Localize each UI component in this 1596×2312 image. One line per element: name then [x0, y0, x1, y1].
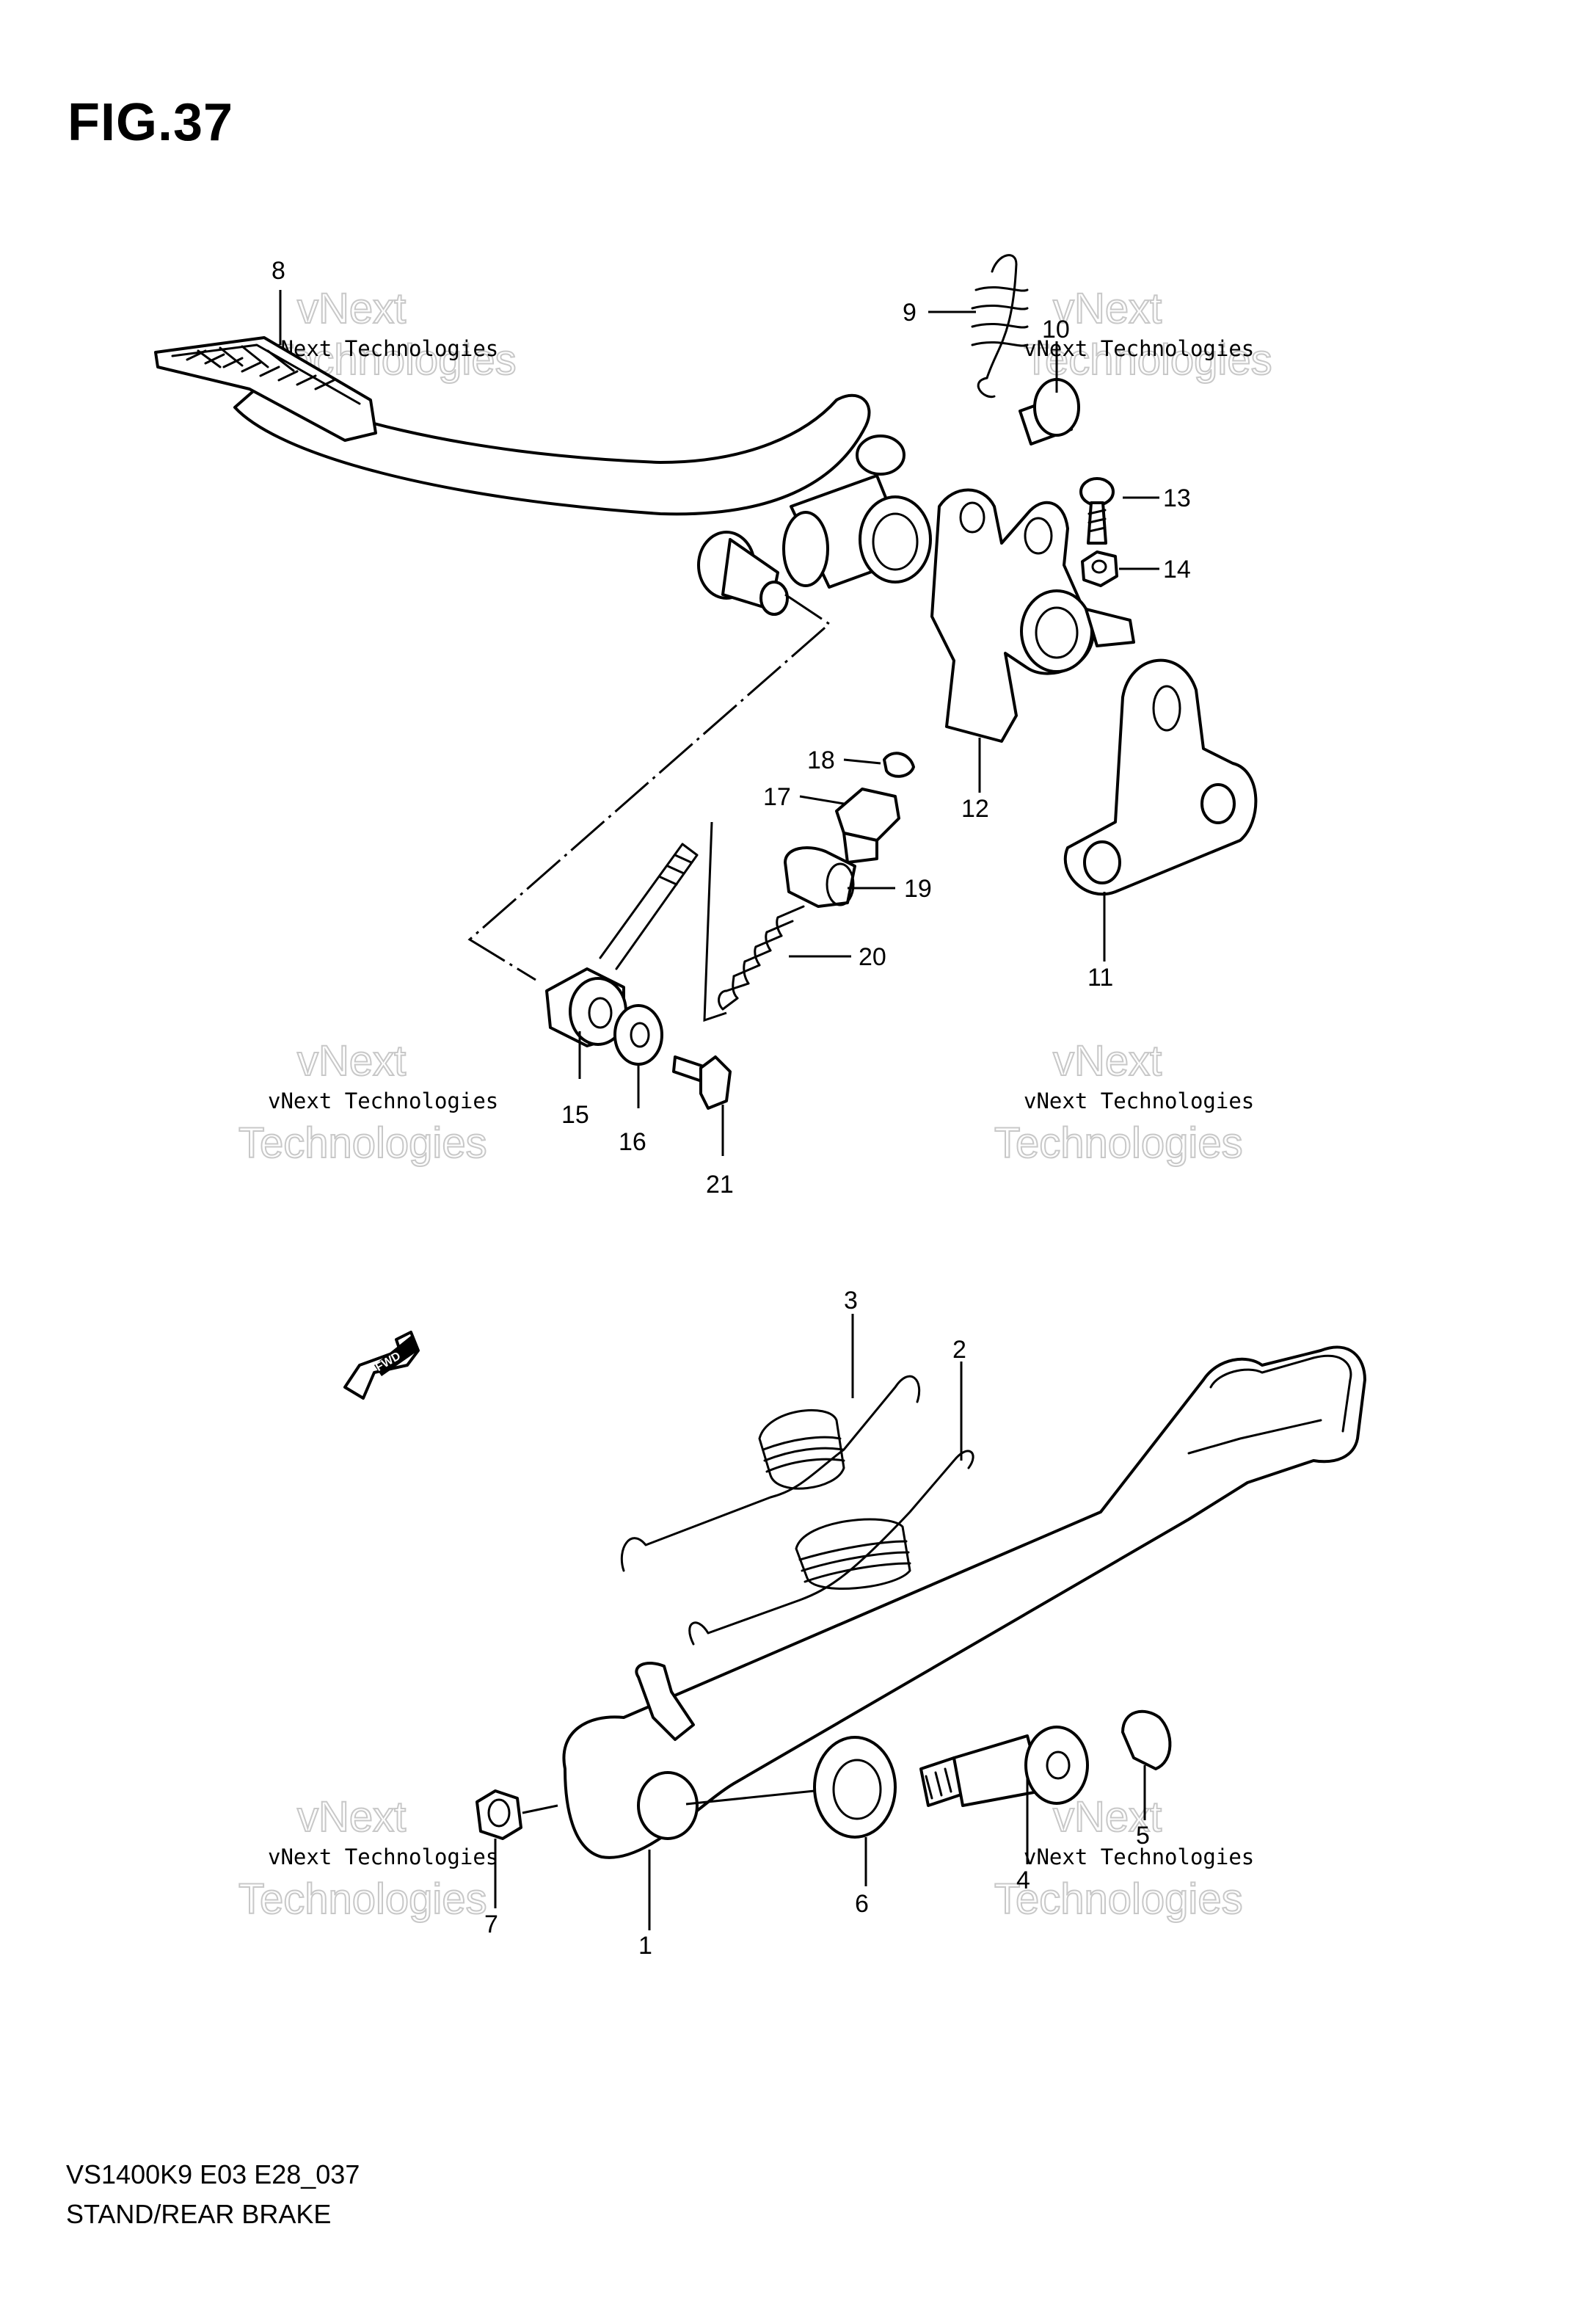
assembly-line	[467, 593, 831, 981]
watermark-top-left: vNext Technologies vNext Technologies	[267, 284, 517, 385]
assembly-line	[685, 1789, 815, 1806]
callout-10: 10	[1042, 316, 1070, 343]
callout-14: 14	[1163, 556, 1191, 584]
return-spring[interactable]	[971, 254, 1029, 399]
watermark-text: vNext Technologies	[268, 336, 498, 361]
callout-8: 8	[272, 257, 285, 285]
callout-11: 11	[1087, 964, 1113, 992]
watermark-mid-right: vNext Technologies vNext Technologies	[994, 1036, 1254, 1168]
nut[interactable]	[1081, 550, 1118, 587]
side-stand[interactable]	[562, 1345, 1366, 1859]
callout-9: 9	[903, 299, 917, 327]
watermark-text-large: vNext	[297, 285, 406, 332]
watermark-bottom-left: vNext Technologies vNext Technologies	[238, 1792, 498, 1924]
assembly-line	[703, 821, 727, 1022]
clip[interactable]	[883, 752, 915, 778]
forward-arrow-icon: FWD	[343, 1331, 420, 1400]
watermark-text-large: vNext	[1053, 1037, 1162, 1085]
pivot-bolt[interactable]	[1019, 378, 1080, 446]
clevis-pin[interactable]	[835, 788, 900, 864]
watermark-text: vNext Technologies	[268, 1088, 498, 1113]
callout-1: 1	[638, 1932, 652, 1960]
callout-5: 5	[1136, 1822, 1150, 1850]
bushing[interactable]	[545, 967, 627, 1047]
stand-pivot-bolt[interactable]	[919, 1726, 1089, 1807]
flange-bolt[interactable]	[672, 1055, 732, 1110]
watermark-top-right: vNext Technologies vNext Technologies	[1023, 284, 1273, 385]
watermark-text: vNext Technologies	[1024, 1844, 1254, 1869]
model-code: VS1400K9 E03 E28_037	[66, 2159, 360, 2189]
screw[interactable]	[1079, 477, 1115, 545]
callout-21: 21	[706, 1171, 734, 1199]
stand-spring-outer[interactable]	[620, 1375, 921, 1572]
watermark-text-large: vNext	[297, 1793, 406, 1841]
stud-bolt[interactable]	[599, 843, 699, 970]
brake-pedal[interactable]	[154, 336, 932, 616]
callout-20: 20	[859, 943, 886, 971]
stand-spring-inner[interactable]	[688, 1450, 974, 1646]
assembly-line	[522, 1804, 558, 1814]
callout-18: 18	[807, 746, 835, 774]
watermark-text-large: Technologies	[1024, 336, 1272, 384]
leader-lines	[279, 290, 1159, 1930]
watermark-text-large: vNext	[297, 1037, 406, 1085]
callout-7: 7	[484, 1911, 498, 1938]
callout-3: 3	[844, 1287, 858, 1315]
watermark-text: vNext Technologies	[268, 1844, 498, 1869]
watermark-text-large: Technologies	[238, 1119, 487, 1167]
callout-19: 19	[904, 875, 932, 903]
callout-6: 6	[855, 1890, 869, 1918]
callout-4: 4	[1016, 1866, 1030, 1894]
collar[interactable]	[784, 846, 856, 908]
stand-cap[interactable]	[1121, 1709, 1172, 1770]
watermark-text-large: vNext	[1053, 285, 1162, 332]
compression-spring[interactable]	[718, 905, 805, 1011]
callout-16: 16	[619, 1128, 646, 1156]
figure-name: STAND/REAR BRAKE	[66, 2199, 332, 2229]
stand-washer[interactable]	[813, 1736, 897, 1839]
watermark-text-large: Technologies	[994, 1119, 1243, 1167]
rod-lever[interactable]	[930, 488, 1135, 743]
callout-13: 13	[1163, 484, 1191, 512]
watermark-text: vNext Technologies	[1024, 336, 1254, 361]
stand-link-lever[interactable]	[1063, 658, 1258, 896]
callout-labels: 1 2 3 4 5 6 7 8 9 10 11 12 13 14 15 16 1…	[272, 257, 1191, 1960]
watermark-text: vNext Technologies	[1024, 1088, 1254, 1113]
washer[interactable]	[613, 1004, 663, 1066]
watermark-mid-left: vNext Technologies vNext Technologies	[238, 1036, 498, 1168]
callout-15: 15	[561, 1101, 589, 1129]
watermark-text-large: Technologies	[994, 1875, 1243, 1923]
callout-12: 12	[961, 795, 989, 823]
callout-17: 17	[763, 783, 791, 811]
stand-nut[interactable]	[475, 1789, 522, 1840]
callout-2: 2	[952, 1336, 966, 1364]
watermark-text-large: Technologies	[238, 1875, 487, 1923]
figure-title: FIG.37	[68, 93, 234, 152]
watermark-bottom-right: vNext Technologies vNext Technologies	[994, 1792, 1254, 1924]
